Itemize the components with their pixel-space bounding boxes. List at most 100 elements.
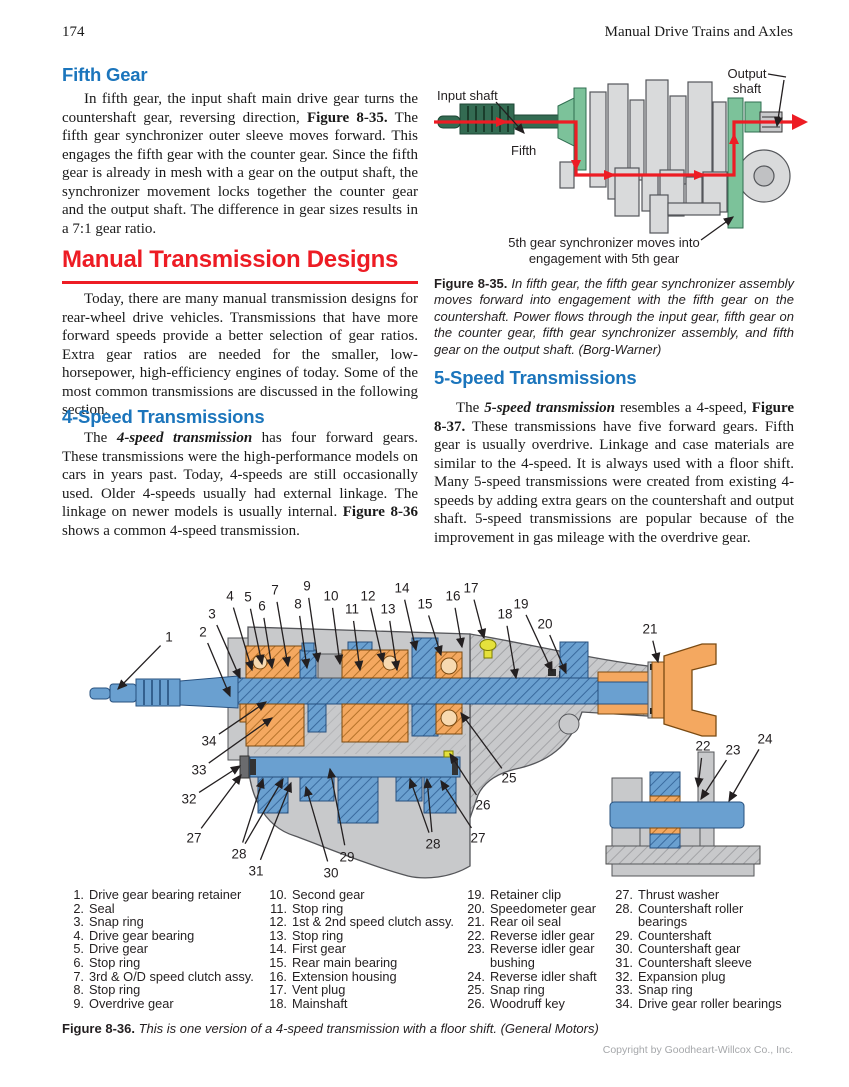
callout-arrow — [473, 599, 487, 640]
part-item: 33.Snap ring — [613, 983, 798, 997]
part-item: 14. First gear — [267, 942, 462, 956]
callout-number: 18 — [497, 607, 512, 622]
part-item: 21.Rear oil seal — [465, 915, 617, 929]
fig35-input-shaft-label: Input shaft — [437, 88, 498, 103]
part-item: 1.Drive gear bearing retainer — [64, 888, 264, 902]
part-number: 31. — [615, 954, 633, 970]
part-number: 28. — [615, 900, 633, 916]
callout-arrow — [259, 781, 292, 861]
callout-number: 16 — [445, 589, 460, 604]
part-item: 16.Extension housing — [267, 968, 462, 984]
part-label: 3rd & O/D speed clutch assy. — [89, 968, 254, 984]
text-segment: 4-speed transmission — [116, 430, 253, 446]
part-item: 24.Reverse idler shaft — [465, 968, 617, 984]
part-label: First gear — [292, 941, 347, 957]
part-label: Stop ring — [89, 954, 141, 970]
part-number: 14. — [269, 941, 287, 957]
callout-number: 28 — [231, 847, 246, 862]
callout-number: 11 — [345, 602, 359, 617]
callout-number: 12 — [360, 589, 375, 604]
text-segment: The — [456, 400, 485, 416]
callout-number: 15 — [417, 597, 432, 612]
part-item: 2.Seal — [64, 901, 264, 916]
callout-number: 26 — [475, 798, 490, 813]
callout-number: 1 — [165, 630, 173, 645]
part-label: Retainer clip — [490, 887, 562, 902]
part-number: 25. — [467, 982, 485, 998]
callout-number: 32 — [181, 792, 196, 807]
part-label: Vent plug — [292, 982, 346, 998]
part-label: Countershaft sleeve — [638, 954, 752, 970]
text-segment: Figure 8-36. — [62, 1021, 139, 1036]
input-shaft — [89, 675, 239, 709]
text-segment: Figure 8-37. — [434, 400, 794, 435]
part-label: Drive gear bearing retainer — [89, 887, 242, 902]
text-segment: Figure 8-35. — [306, 109, 388, 126]
running-head: Manual Drive Trains and Axles — [604, 24, 793, 40]
callout-number: 27 — [186, 831, 201, 846]
part-number: 19. — [467, 887, 485, 902]
part-item: 17.Vent plug — [267, 983, 462, 997]
callout-arrow — [525, 614, 553, 673]
text-segment: The fifth gear synchronizer outer sleeve… — [62, 109, 418, 237]
part-item: 3.Snap ring — [64, 915, 264, 929]
callout-arrow — [370, 607, 386, 664]
callout-arrow — [404, 599, 419, 652]
callout-arrow — [352, 620, 364, 672]
part-number: 16. — [269, 968, 287, 984]
text-segment: In fifth gear, the fifth gear synchroniz… — [434, 276, 795, 357]
fig35-power-flow-arrow — [434, 114, 808, 180]
text-segment: resembles a 4-speed, — [615, 400, 752, 416]
callout-arrow — [440, 779, 473, 829]
paragraph-manual-transmission-designs: Today, there are many manual transmissio… — [62, 290, 418, 420]
callout-number: 25 — [501, 771, 516, 786]
callout-arrow — [454, 607, 465, 649]
callout-number: 6 — [258, 599, 266, 614]
part-label: Rear main bearing — [292, 954, 398, 970]
part-label: Reverse idler shaft — [490, 968, 597, 984]
text-segment: Figure 8-36 — [342, 504, 418, 520]
callout-arrow — [242, 777, 265, 843]
callout-arrow — [423, 777, 433, 833]
part-number: 5. — [73, 941, 84, 957]
fig35-fifth-label: Fifth — [511, 143, 536, 158]
callout-arrow — [304, 785, 329, 862]
part-number: 29. — [615, 927, 633, 943]
text-segment: In fifth gear, the input shaft main driv… — [62, 91, 418, 126]
part-item: 19. Retainer clip — [465, 888, 617, 902]
callout-number: 24 — [757, 732, 773, 747]
callout-arrow — [694, 757, 704, 789]
part-label: Rear oil seal — [490, 914, 562, 930]
callout-arrow — [218, 701, 268, 735]
copyright-notice: Copyright by Goodheart-Willcox Co., Inc. — [602, 1044, 793, 1056]
retainer-clip — [548, 669, 556, 676]
part-label: Thrust washer — [638, 887, 720, 902]
part-item: 5. Drive gear — [64, 942, 264, 956]
part-item: 32.Expansion plug — [613, 969, 798, 984]
callout-number: 8 — [294, 597, 302, 612]
fig35-output-shaft-label2: shaft — [733, 81, 762, 96]
part-item: 15.Rear main bearing — [267, 956, 462, 970]
part-number: 3. — [73, 914, 84, 930]
countershaft-assembly — [239, 750, 461, 824]
fig35-note-line2: engagement with 5th gear — [529, 251, 680, 266]
part-label: Countershaft gear — [638, 941, 741, 957]
part-label: bushing — [490, 954, 535, 970]
callout-number: 21 — [642, 622, 657, 637]
fig35-label-arrows — [495, 73, 787, 241]
callout-number: 34 — [201, 734, 217, 749]
part-label: Drive gear — [89, 941, 149, 957]
part-item: 12.1st & 2nd speed clutch assy. — [267, 915, 462, 929]
part-item: 18.Mainshaft — [267, 996, 462, 1011]
part-label: Reverse idler gear — [490, 941, 595, 957]
fig35-note-line1: 5th gear synchronizer moves into — [508, 235, 699, 250]
part-item: 25.Snap ring — [465, 983, 617, 997]
part-number: 27. — [615, 887, 633, 902]
part-item: 30.Countershaft gear — [613, 942, 798, 956]
callout-arrow — [449, 752, 478, 796]
part-number: 7. — [73, 968, 84, 984]
callout-arrow — [506, 625, 519, 680]
